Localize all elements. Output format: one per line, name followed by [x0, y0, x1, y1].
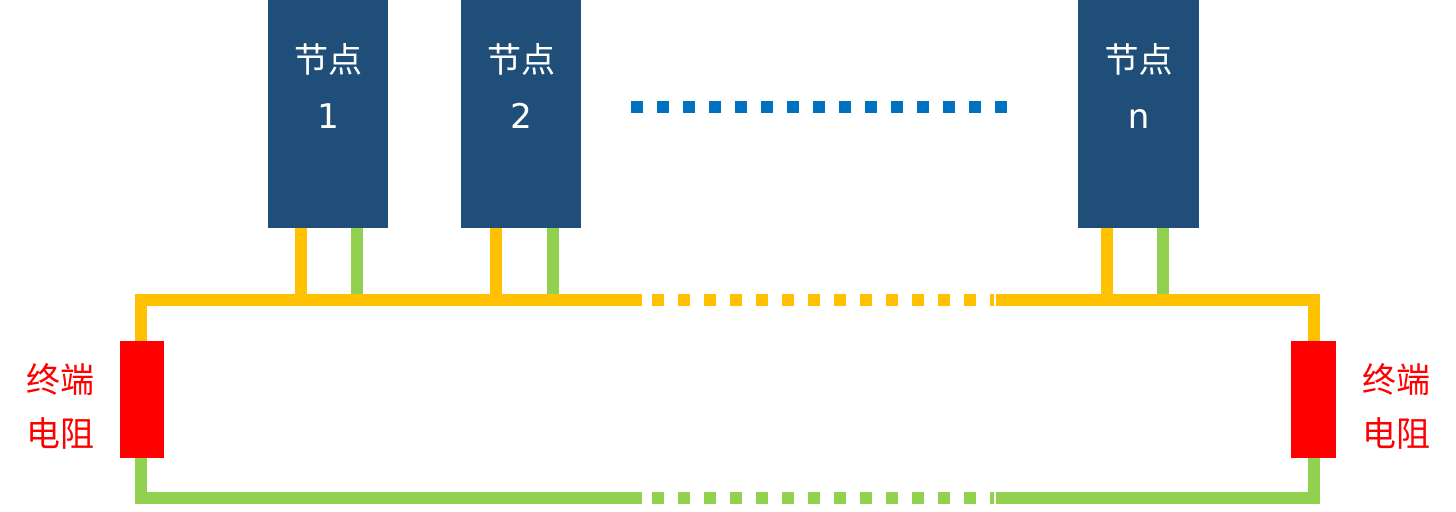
right-terminator-line1: 终端 — [1362, 361, 1430, 401]
left-terminator-label: 终端 电阻 — [20, 354, 100, 462]
node-1-number: 1 — [317, 97, 339, 137]
can-low-line — [135, 458, 1320, 504]
right-terminator-line2: 电阻 — [1362, 415, 1430, 455]
right-terminator-label: 终端 电阻 — [1356, 354, 1436, 462]
left-terminator-line2: 电阻 — [26, 415, 94, 455]
can-low-right-segment — [996, 458, 1320, 504]
node-2-number: 2 — [510, 97, 532, 137]
node-n-label: 节点 — [1104, 41, 1173, 81]
can-high-left-segment — [135, 294, 642, 342]
node-1-stubs — [295, 228, 363, 300]
node-2-stubs — [490, 228, 559, 300]
node-2-box: 节点 2 — [461, 0, 581, 228]
left-terminating-resistor — [120, 341, 164, 458]
can-high-right-segment — [996, 294, 1320, 342]
node-n-stubs — [1101, 228, 1169, 300]
can-low-left-segment — [135, 458, 642, 504]
node-2-label: 节点 — [487, 41, 555, 81]
node-1-label: 节点 — [294, 41, 362, 81]
right-terminating-resistor — [1291, 341, 1336, 458]
node-n-number: n — [1127, 97, 1150, 137]
can-high-line — [135, 294, 1320, 342]
node-1-box: 节点 1 — [268, 0, 388, 228]
left-terminator-line1: 终端 — [26, 361, 94, 401]
node-n-box: 节点 n — [1078, 0, 1199, 228]
